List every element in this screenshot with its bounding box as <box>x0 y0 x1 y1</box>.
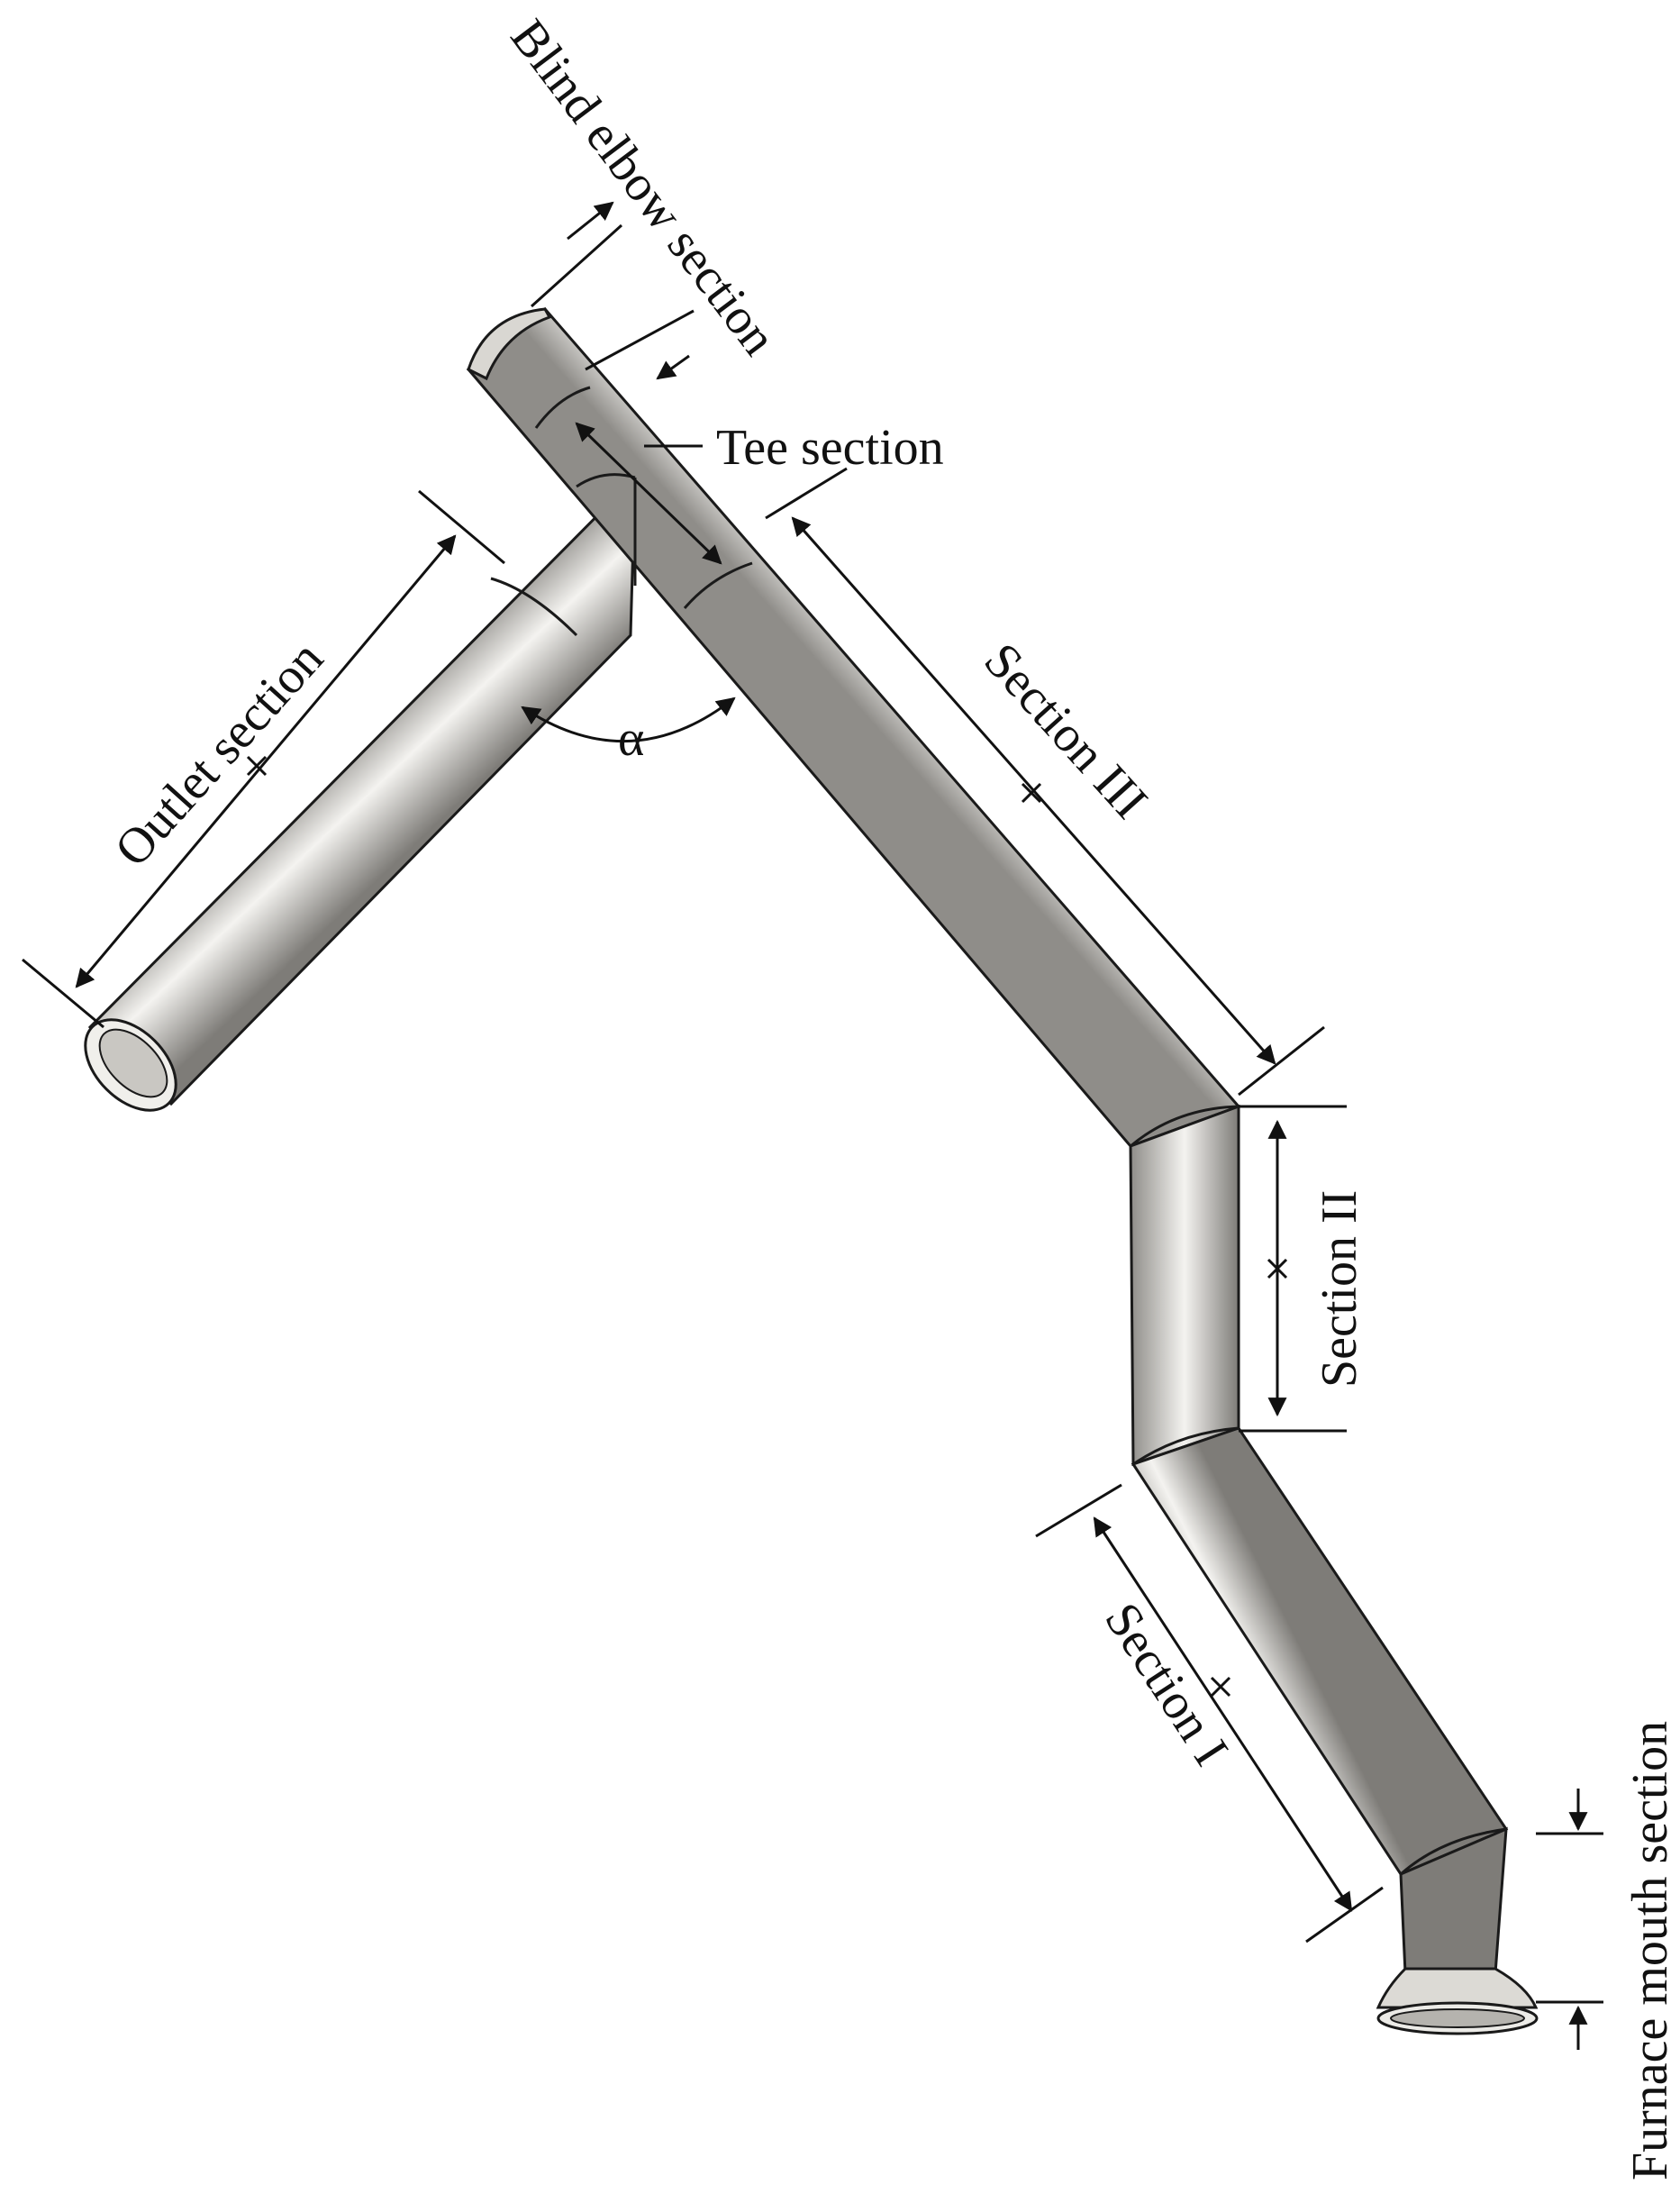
blind-elbow-cap <box>467 307 552 381</box>
label-furnace-mouth: Furnace mouth section <box>1622 1721 1678 2180</box>
pipe-assembly <box>84 306 1539 2035</box>
section-i-pipe <box>1131 1426 1509 1876</box>
label-section-iii: Section III <box>973 633 1158 829</box>
furnace-flange <box>1376 1967 1539 2009</box>
label-section-ii: Section II <box>1312 1190 1367 1388</box>
dimension-lines <box>22 201 1603 2050</box>
label-alpha: α <box>618 711 644 767</box>
label-tee-section: Tee section <box>716 420 944 476</box>
section-ii-pipe <box>1129 1104 1240 1467</box>
